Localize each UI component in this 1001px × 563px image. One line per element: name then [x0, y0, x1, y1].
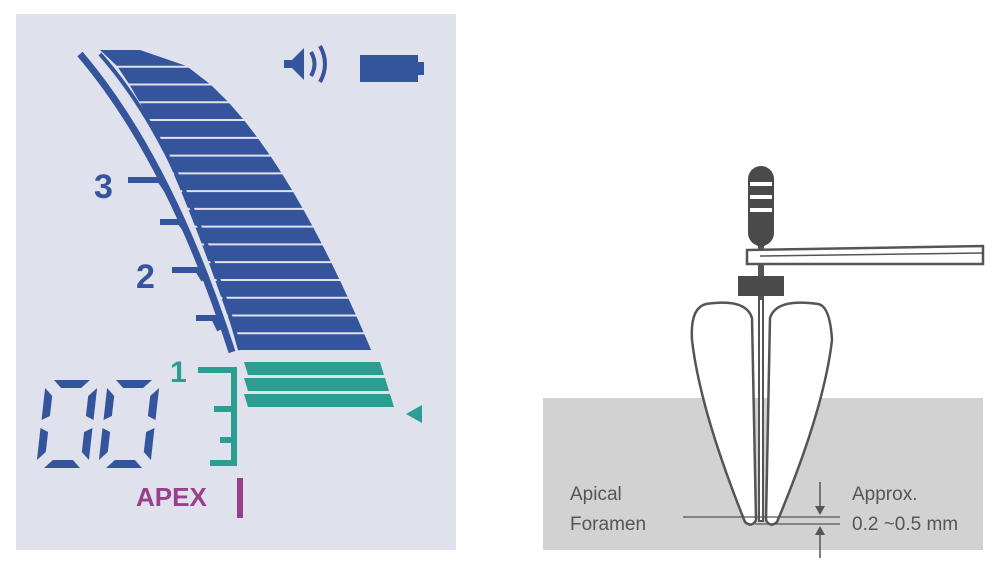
tooth-right-root: [764, 301, 834, 526]
green-bar-group: [244, 362, 394, 407]
digit-segment: [116, 380, 152, 388]
green-level-bar: [244, 362, 384, 375]
blue-level-bar: [221, 298, 356, 315]
speaker-icon: [284, 45, 327, 83]
green-level-bar: [244, 394, 394, 407]
blue-level-bar: [166, 156, 282, 173]
digit-segment: [98, 428, 111, 460]
scale-label-3: 3: [94, 168, 113, 206]
distance-value-label: 0.2 ~0.5 mm: [852, 514, 958, 535]
blue-level-bar: [100, 50, 186, 66]
blue-level-bar: [140, 103, 244, 120]
blue-level-bar: [227, 316, 364, 333]
digit-segment: [41, 388, 53, 420]
blue-level-bar: [234, 334, 372, 350]
reading-display: [36, 380, 160, 468]
blue-level-bar: [149, 121, 257, 137]
scale-label-2: 2: [136, 258, 155, 296]
blue-level-bar: [208, 263, 340, 279]
rubber-stopper: [738, 276, 784, 296]
guide-rail-inner: [98, 52, 242, 351]
tooth-left-root: [690, 301, 758, 526]
blue-level-bar: [195, 227, 322, 244]
tick-2-5: [160, 219, 189, 232]
battery-icon: [360, 55, 424, 82]
blue-level-bar: [158, 138, 270, 155]
blue-level-bar: [215, 280, 348, 297]
digit-segment: [36, 428, 49, 460]
distance-arrows: [815, 482, 825, 558]
bracket-top: [198, 367, 237, 466]
blue-level-bar: [129, 85, 228, 102]
digit-segment: [103, 388, 115, 420]
blue-level-bar: [202, 245, 331, 262]
approx-label: Approx.: [852, 484, 917, 505]
digit-segment: [54, 380, 90, 388]
blue-level-bar: [188, 209, 313, 226]
endodontic-file-icon: [748, 166, 774, 247]
green-level-bar: [244, 378, 389, 391]
blue-level-bar: [181, 192, 303, 208]
apex-locator-display: 3 2 1 APEX 00: [16, 14, 456, 550]
foramen-label: Foramen: [570, 514, 646, 535]
scale-label-1: 1: [170, 356, 187, 389]
pointer-arrow-icon: [406, 405, 422, 423]
digit-segment: [85, 388, 98, 420]
digit-segment: [147, 388, 160, 420]
digit-segment: [81, 428, 93, 460]
apex-zone-bracket: [198, 367, 237, 466]
file-clip-icon: [745, 244, 985, 266]
digit-segment: [44, 460, 80, 468]
apical-label: Apical: [570, 484, 622, 505]
blue-level-bar: [173, 174, 293, 191]
digit-segment: [143, 428, 155, 460]
tooth-diagram: Apical Foramen Approx. 0.2 ~0.5 mm: [543, 166, 985, 558]
blue-bar-group: [100, 50, 372, 350]
scale-ticks: [128, 177, 223, 332]
tick-1-5: [196, 315, 223, 332]
tick-3: [128, 177, 171, 194]
blue-level-bar: [118, 67, 210, 84]
digit-segment: [106, 460, 142, 468]
apex-label: APEX: [136, 482, 207, 512]
tick-2: [172, 267, 207, 282]
apex-marker: [237, 478, 243, 518]
